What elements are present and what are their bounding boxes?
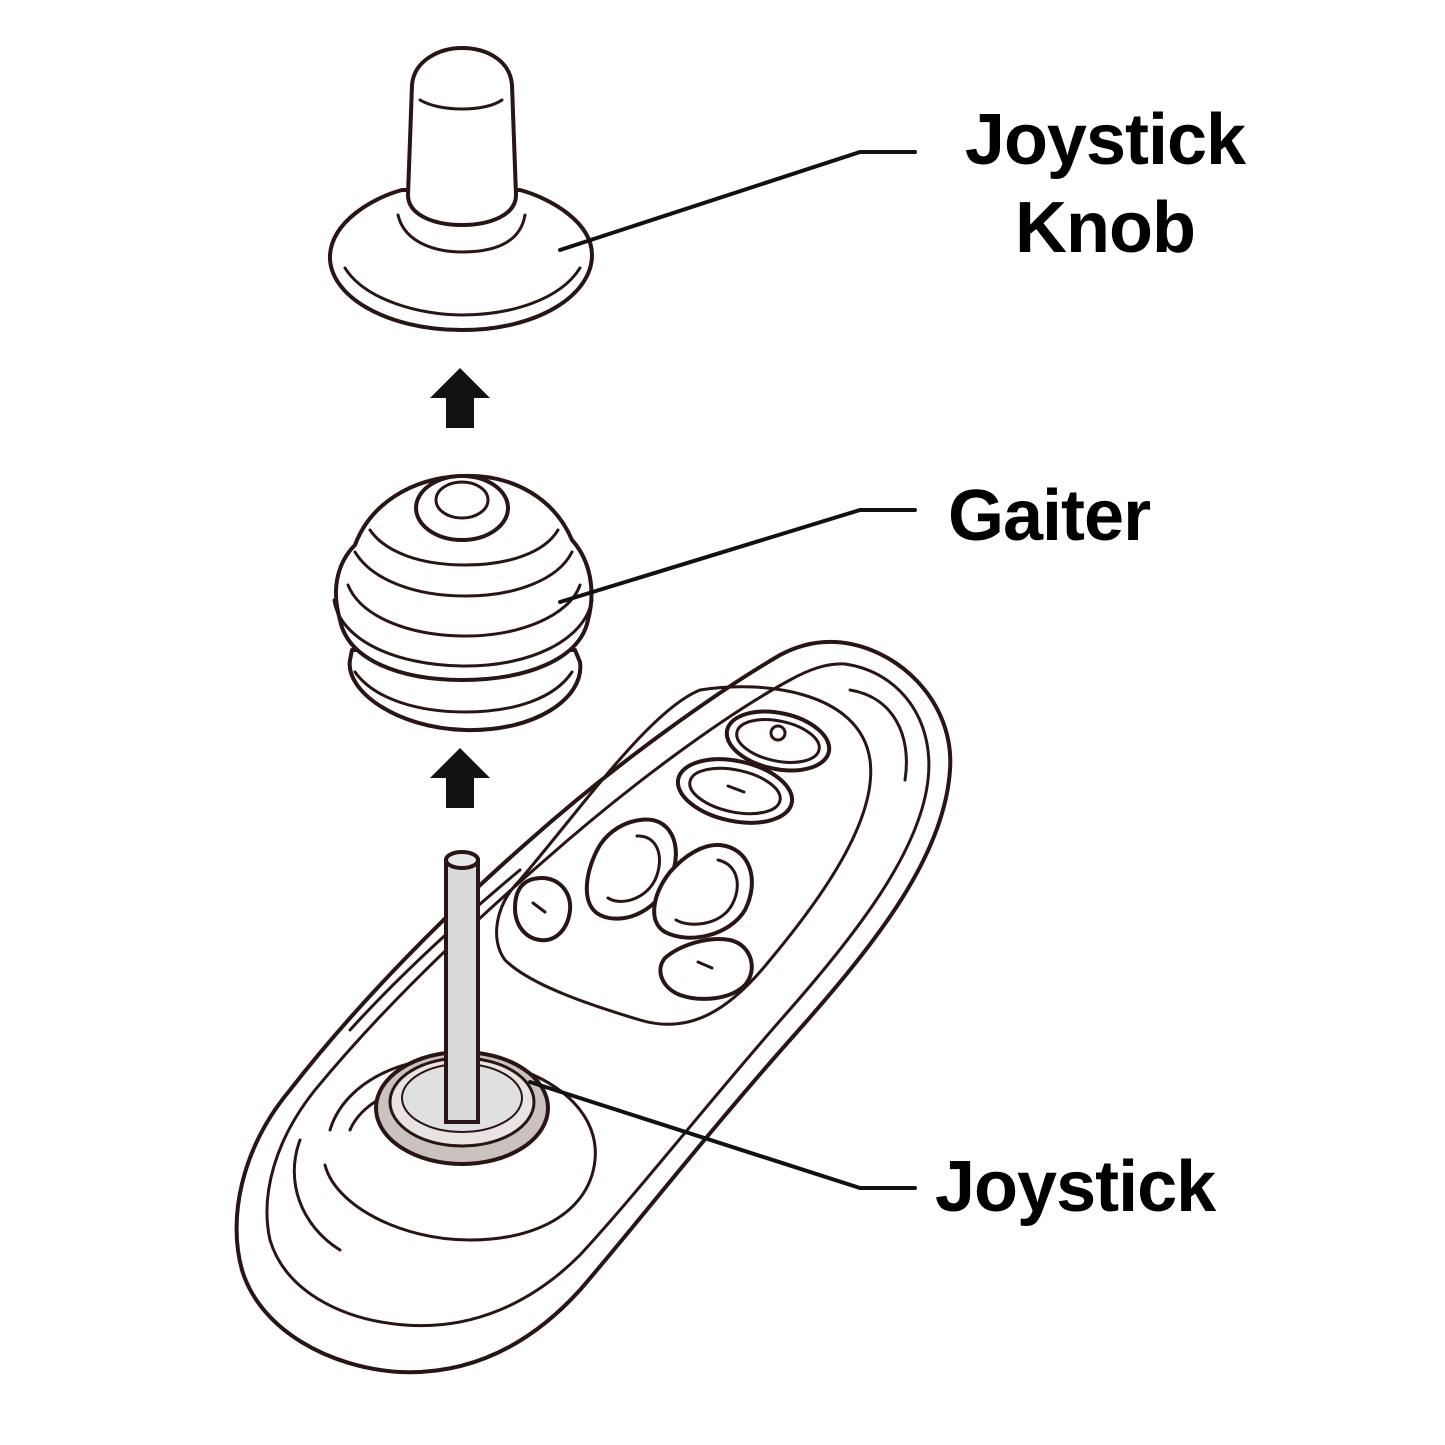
keypad-buttons [513,709,832,1001]
keypad-button [658,937,754,1001]
pointer-line-gaiter [558,508,917,604]
controller-base [234,639,953,1375]
label-gaiter: Gaiter [948,476,1151,556]
label-joystick-knob-line2: Knob [1015,188,1196,268]
label-joystick-knob-line1: Joystick [964,100,1246,180]
pointer-line-knob [558,150,917,252]
joystick-shaft [374,850,550,1166]
joystick-knob-part [327,46,594,332]
pointer-line-joystick [528,1080,917,1190]
label-joystick: Joystick [935,1147,1216,1227]
keypad-button [513,876,573,943]
up-arrow-icon [430,748,490,808]
up-arrow-icon [430,368,490,428]
keypad-button [675,757,795,825]
keypad-button [724,709,832,773]
gaiter-part [332,473,594,733]
keypad-button [652,842,754,940]
joystick-rod [444,858,480,1124]
label-joystick-knob: Joystick Knob [935,96,1275,272]
keypad-button [584,817,678,921]
